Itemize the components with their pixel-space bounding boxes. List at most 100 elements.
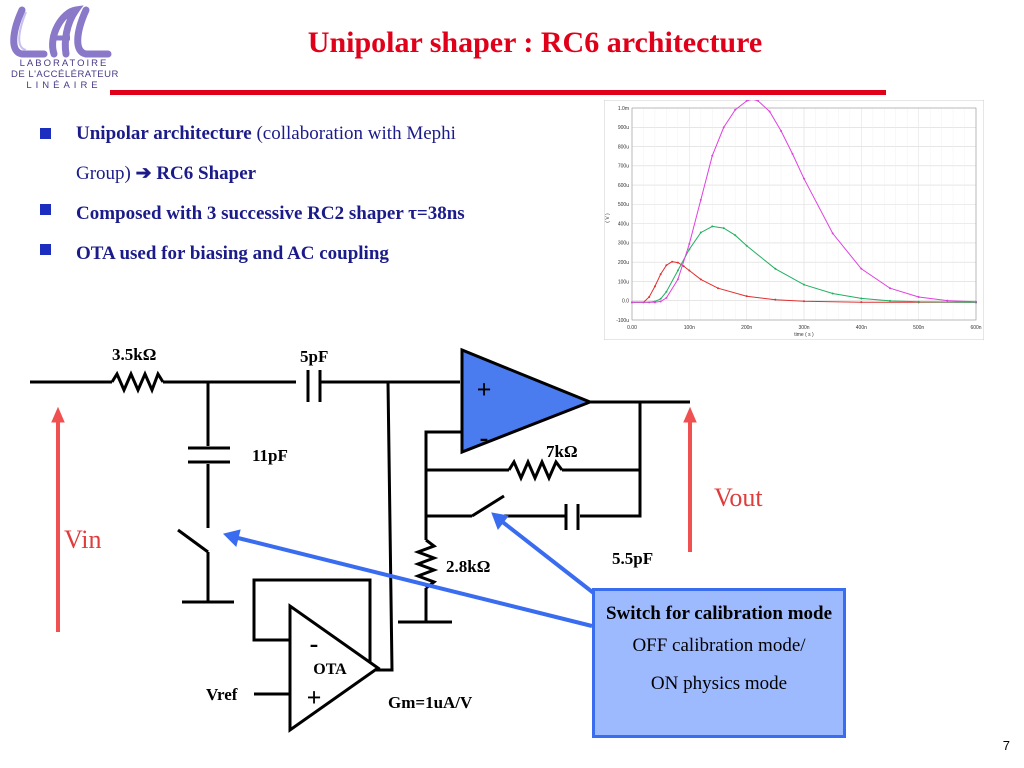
chart-point — [665, 290, 668, 293]
chart-point — [659, 297, 662, 300]
chart-point — [946, 299, 949, 302]
calibration-switch — [177, 528, 209, 554]
bullet-list: Unipolar architecture (collaboration wit… — [40, 120, 560, 288]
chart-point — [860, 297, 863, 300]
chart-point — [699, 278, 702, 281]
chart-series-line-3 — [632, 100, 977, 303]
callout-arrow-input-switch — [237, 536, 593, 628]
chart-point — [717, 287, 719, 290]
bullet-1-line2: Group) — [76, 163, 131, 184]
chart-point — [659, 273, 662, 276]
chart-point — [768, 110, 771, 113]
chart-point — [774, 267, 777, 270]
chart-point — [745, 295, 748, 298]
chart-series-line-1 — [632, 261, 976, 303]
chart-y-tick-label: 900u — [618, 125, 629, 131]
chart-x-tick-label: 400n — [856, 325, 867, 331]
chart-y-tick-label: 700u — [618, 164, 629, 170]
chart-point — [688, 269, 691, 272]
bullet-2: Composed with 3 successive RC2 shaper τ=… — [40, 194, 560, 234]
chart-point — [734, 108, 737, 111]
chart-point — [803, 177, 805, 180]
feedback-resistor — [507, 458, 564, 482]
chart-point — [676, 261, 679, 264]
chart-point — [659, 300, 662, 303]
r-bias-label: 2.8kΩ — [446, 557, 490, 576]
bullet-square-icon — [40, 244, 51, 255]
chart-grid — [631, 107, 977, 321]
chart-point — [831, 292, 834, 295]
chart-y-tick-label: 0.0 — [622, 299, 629, 305]
chart-x-tick-label: 300n — [798, 325, 809, 331]
shaper-output-chart: -100u0.0100u200u300u400u500u600u700u800u… — [604, 100, 984, 340]
logo-line-3: LINÉAIRE — [26, 80, 102, 91]
shunt-ground — [182, 552, 234, 604]
chart-point — [688, 243, 691, 246]
bias-resistor — [413, 538, 439, 590]
chart-point — [665, 296, 668, 299]
ota-output-wire — [376, 381, 394, 672]
chart-point — [711, 225, 714, 228]
chart-point — [803, 283, 805, 286]
chart-point — [711, 154, 714, 157]
chart-y-tick-label: 100u — [618, 279, 629, 285]
chart-y-tick-label: 800u — [618, 144, 629, 150]
vout-arrowhead — [683, 406, 697, 423]
shaper-amplifier — [460, 347, 595, 455]
chart-point — [774, 298, 777, 301]
ota-label: OTA — [313, 661, 347, 678]
chart-x-tick-label: 500n — [913, 325, 924, 331]
bullet-1-bold: Unipolar architecture — [76, 123, 252, 144]
bullet-1-bold2: RC6 Shaper — [156, 163, 257, 184]
chart-point — [917, 300, 920, 303]
bullet-3-text: OTA used for biasing and AC coupling — [76, 243, 389, 264]
amp-plus-label: + — [477, 375, 492, 404]
chart-xlabel: time ( s ) — [794, 332, 814, 338]
chart-point — [860, 267, 863, 270]
chart-x-tick-label: 600n — [970, 325, 981, 331]
chart-point — [780, 129, 783, 132]
c-in-label: 5pF — [300, 347, 328, 366]
circuit-wires — [30, 370, 690, 696]
logo-line-1: LABORATOIRE — [19, 58, 109, 69]
ota-feedback-wire — [252, 578, 372, 662]
vout-label: Vout — [714, 483, 763, 512]
callout-title: Switch for calibration mode — [605, 603, 833, 624]
lal-logo-mark — [10, 5, 112, 58]
lal-logo: LABORATOIRE DE L'ACCÉLÉRATEUR LINÉAIRE — [4, 2, 119, 92]
chart-y-tick-label: 200u — [618, 260, 629, 266]
chart-point — [757, 100, 760, 102]
chart-point — [917, 296, 920, 299]
chart-point — [889, 287, 891, 290]
input-resistor — [110, 370, 165, 394]
r-in-label: 3.5kΩ — [112, 345, 156, 364]
chart-x-tick-label: 100n — [684, 325, 695, 331]
input-capacitor — [306, 370, 322, 402]
logo-line-2: DE L'ACCÉLÉRATEUR — [11, 69, 119, 80]
c-fb-label: 5.5pF — [612, 549, 653, 568]
chart-point — [653, 285, 656, 288]
chart-point — [688, 248, 691, 251]
chart-y-tick-label: 600u — [618, 183, 629, 189]
bullet-square-icon — [40, 128, 51, 139]
ota-plus-label: + — [307, 683, 322, 712]
ota-amplifier — [288, 603, 381, 733]
switch-callout: Switch for calibration mode OFF calibrat… — [592, 588, 846, 738]
chart-y-tick-label: -100u — [616, 318, 629, 324]
chart-point — [665, 264, 668, 267]
bullet-3: OTA used for biasing and AC coupling — [40, 234, 560, 274]
chart-point — [653, 301, 656, 304]
page-number: 7 — [1002, 738, 1010, 753]
chart-point — [722, 227, 725, 230]
chart-point — [631, 301, 633, 304]
vin-label: Vin — [64, 525, 101, 554]
chart-y-ticks: -100u0.0100u200u300u400u500u600u700u800u… — [616, 106, 629, 324]
amp-minus-label: - — [480, 423, 489, 452]
chart-y-tick-label: 1.0m — [618, 106, 629, 112]
chart-point — [699, 198, 702, 201]
feedback-right-wire — [580, 402, 642, 518]
chart-y-tick-label: 300u — [618, 241, 629, 247]
chart-point — [975, 300, 977, 303]
chart-point — [831, 232, 834, 235]
